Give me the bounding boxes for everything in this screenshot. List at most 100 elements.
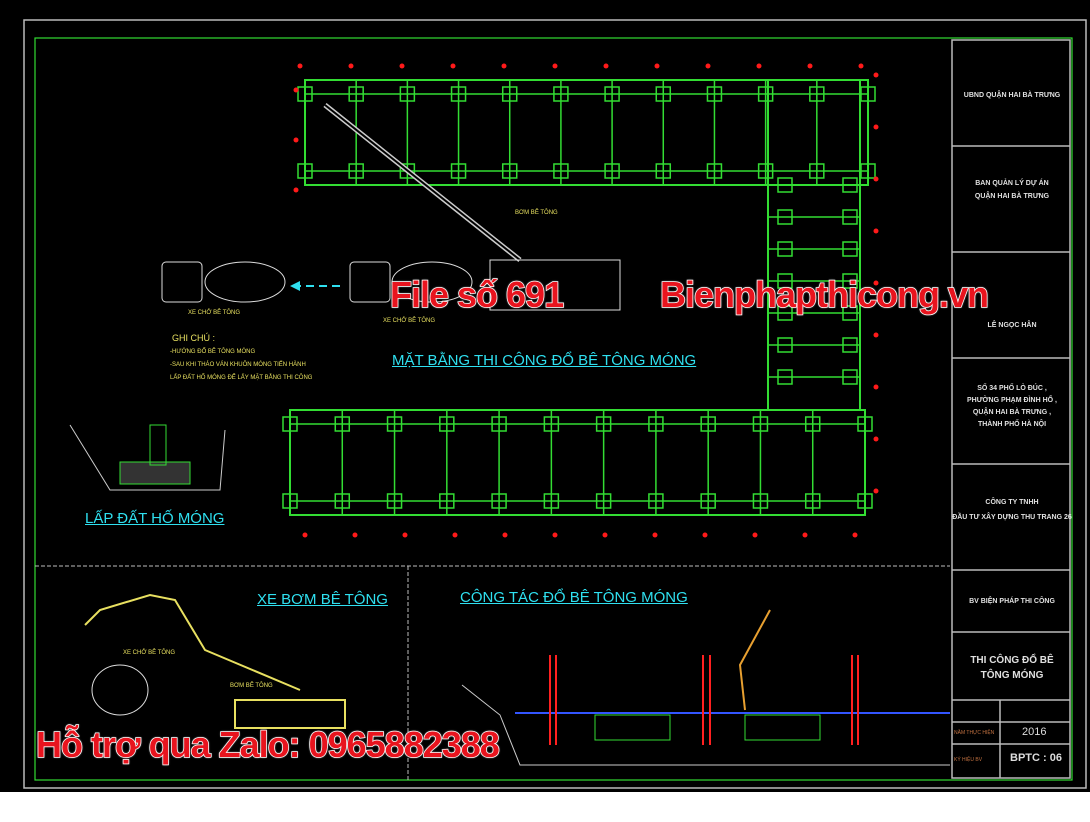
red-marker bbox=[552, 63, 558, 69]
mixer-label: XE CHỞ BÊ TÔNG bbox=[188, 310, 241, 316]
company: CÔNG TY TNHH bbox=[985, 499, 1039, 506]
footing bbox=[842, 337, 858, 353]
footing bbox=[804, 493, 821, 509]
red-marker bbox=[293, 87, 299, 93]
sheet-number: BPTC : 06 bbox=[1010, 752, 1062, 764]
year: 2016 bbox=[1022, 726, 1047, 738]
red-marker bbox=[603, 63, 609, 69]
red-marker bbox=[858, 63, 864, 69]
drawing-svg bbox=[23, 19, 1087, 789]
footing bbox=[501, 86, 518, 102]
watermark-support: Hỗ trợ qua Zalo: 0965882388 bbox=[35, 723, 500, 766]
note-line: -HƯỚNG ĐỔ BÊ TÔNG MÓNG bbox=[170, 349, 256, 355]
footing bbox=[655, 163, 672, 179]
address: PHƯỜNG PHẠM ĐÌNH HỔ , bbox=[967, 397, 1057, 404]
footing bbox=[491, 493, 507, 509]
project: BV BIỆN PHÁP THI CÔNG bbox=[969, 598, 1055, 605]
foundation-beam bbox=[767, 79, 861, 411]
pump-truck-title: XE BƠM BÊ TÔNG bbox=[257, 591, 388, 608]
address: SỐ 34 PHỐ LÒ ĐÚC , bbox=[977, 385, 1047, 392]
red-marker bbox=[399, 63, 405, 69]
footing bbox=[857, 416, 873, 432]
foundation-plan bbox=[282, 63, 879, 538]
red-marker bbox=[873, 280, 879, 286]
arrow-head bbox=[290, 281, 300, 291]
footing bbox=[706, 163, 723, 179]
red-marker bbox=[752, 532, 758, 538]
footing bbox=[842, 177, 858, 193]
red-marker bbox=[802, 532, 808, 538]
red-marker bbox=[873, 228, 879, 234]
footing bbox=[857, 493, 873, 509]
footing bbox=[399, 86, 416, 102]
red-marker bbox=[450, 63, 456, 69]
footing bbox=[842, 369, 858, 385]
footing bbox=[282, 416, 298, 432]
footing bbox=[543, 416, 560, 432]
footing bbox=[700, 416, 716, 432]
pump-label: BƠM BÊ TÔNG bbox=[515, 210, 558, 216]
red-marker bbox=[293, 187, 299, 193]
red-marker bbox=[602, 532, 608, 538]
footing bbox=[439, 416, 455, 432]
footing bbox=[752, 416, 769, 432]
footing bbox=[777, 241, 793, 257]
footing bbox=[648, 416, 664, 432]
footing bbox=[553, 86, 569, 102]
manager: QUẬN HAI BÀ TRƯNG bbox=[974, 193, 1050, 200]
footing bbox=[655, 86, 672, 102]
person: LÊ NGỌC HÂN bbox=[987, 322, 1037, 329]
sheet-title: THI CÔNG ĐỔ BÊ bbox=[970, 655, 1054, 666]
red-marker bbox=[348, 63, 354, 69]
footing bbox=[595, 416, 612, 432]
red-marker bbox=[873, 384, 879, 390]
year-label: NĂM THỰC HIỆN bbox=[954, 730, 995, 736]
mixer-trucks bbox=[161, 261, 473, 303]
red-marker bbox=[452, 532, 458, 538]
backfill-title: LẤP ĐẤT HỐ MÓNG bbox=[85, 510, 225, 527]
footing bbox=[777, 273, 793, 289]
footing bbox=[348, 86, 364, 102]
red-marker bbox=[873, 124, 879, 130]
red-marker bbox=[873, 332, 879, 338]
footing bbox=[757, 86, 774, 102]
red-marker bbox=[873, 176, 879, 182]
footing bbox=[777, 305, 793, 321]
footing bbox=[491, 416, 507, 432]
red-marker bbox=[652, 532, 658, 538]
title-block-frame bbox=[951, 39, 1071, 779]
company: ĐẦU TƯ XÂY DỰNG THU TRANG 26 bbox=[952, 514, 1072, 521]
sheet-title: TÔNG MÓNG bbox=[980, 670, 1044, 681]
mixer-label: XE CHỞ BÊ TÔNG bbox=[123, 650, 176, 656]
footing bbox=[777, 337, 793, 353]
footing bbox=[604, 163, 620, 179]
footing bbox=[297, 163, 313, 179]
address: QUẬN HAI BÀ TRƯNG , bbox=[972, 409, 1052, 416]
red-marker bbox=[873, 436, 879, 442]
boom-pump bbox=[323, 103, 621, 311]
footing bbox=[282, 493, 298, 509]
drawing-canvas: MẶT BẰNG THI CÔNG ĐỔ BÊ TÔNG MÓNG LẤP ĐẤ… bbox=[0, 0, 1090, 792]
footing bbox=[648, 493, 664, 509]
notes-heading: GHI CHÚ : bbox=[172, 333, 216, 343]
footing bbox=[334, 416, 351, 432]
foundation-beam bbox=[304, 79, 869, 186]
red-marker bbox=[852, 532, 858, 538]
footing bbox=[501, 163, 518, 179]
footing bbox=[706, 86, 723, 102]
footing bbox=[297, 86, 313, 102]
footing bbox=[553, 163, 569, 179]
backfill-section bbox=[69, 424, 226, 491]
pouring-title: CÔNG TÁC ĐỔ BÊ TÔNG MÓNG bbox=[460, 589, 688, 606]
red-marker bbox=[654, 63, 660, 69]
footing bbox=[439, 493, 455, 509]
main-plan-title: MẶT BẰNG THI CÔNG ĐỔ BÊ TÔNG MÓNG bbox=[392, 352, 697, 369]
footing bbox=[809, 86, 825, 102]
footing bbox=[386, 416, 403, 432]
red-marker bbox=[873, 488, 879, 494]
note-line: LẤP ĐẤT HỐ MÓNG ĐỂ LẤY MẶT BẰNG THI CÔNG bbox=[170, 375, 313, 381]
footing bbox=[842, 209, 858, 225]
manager: BAN QUẢN LÝ DỰ ÁN bbox=[975, 180, 1049, 187]
sheet-label: KÝ HIỆU BV bbox=[954, 757, 983, 763]
